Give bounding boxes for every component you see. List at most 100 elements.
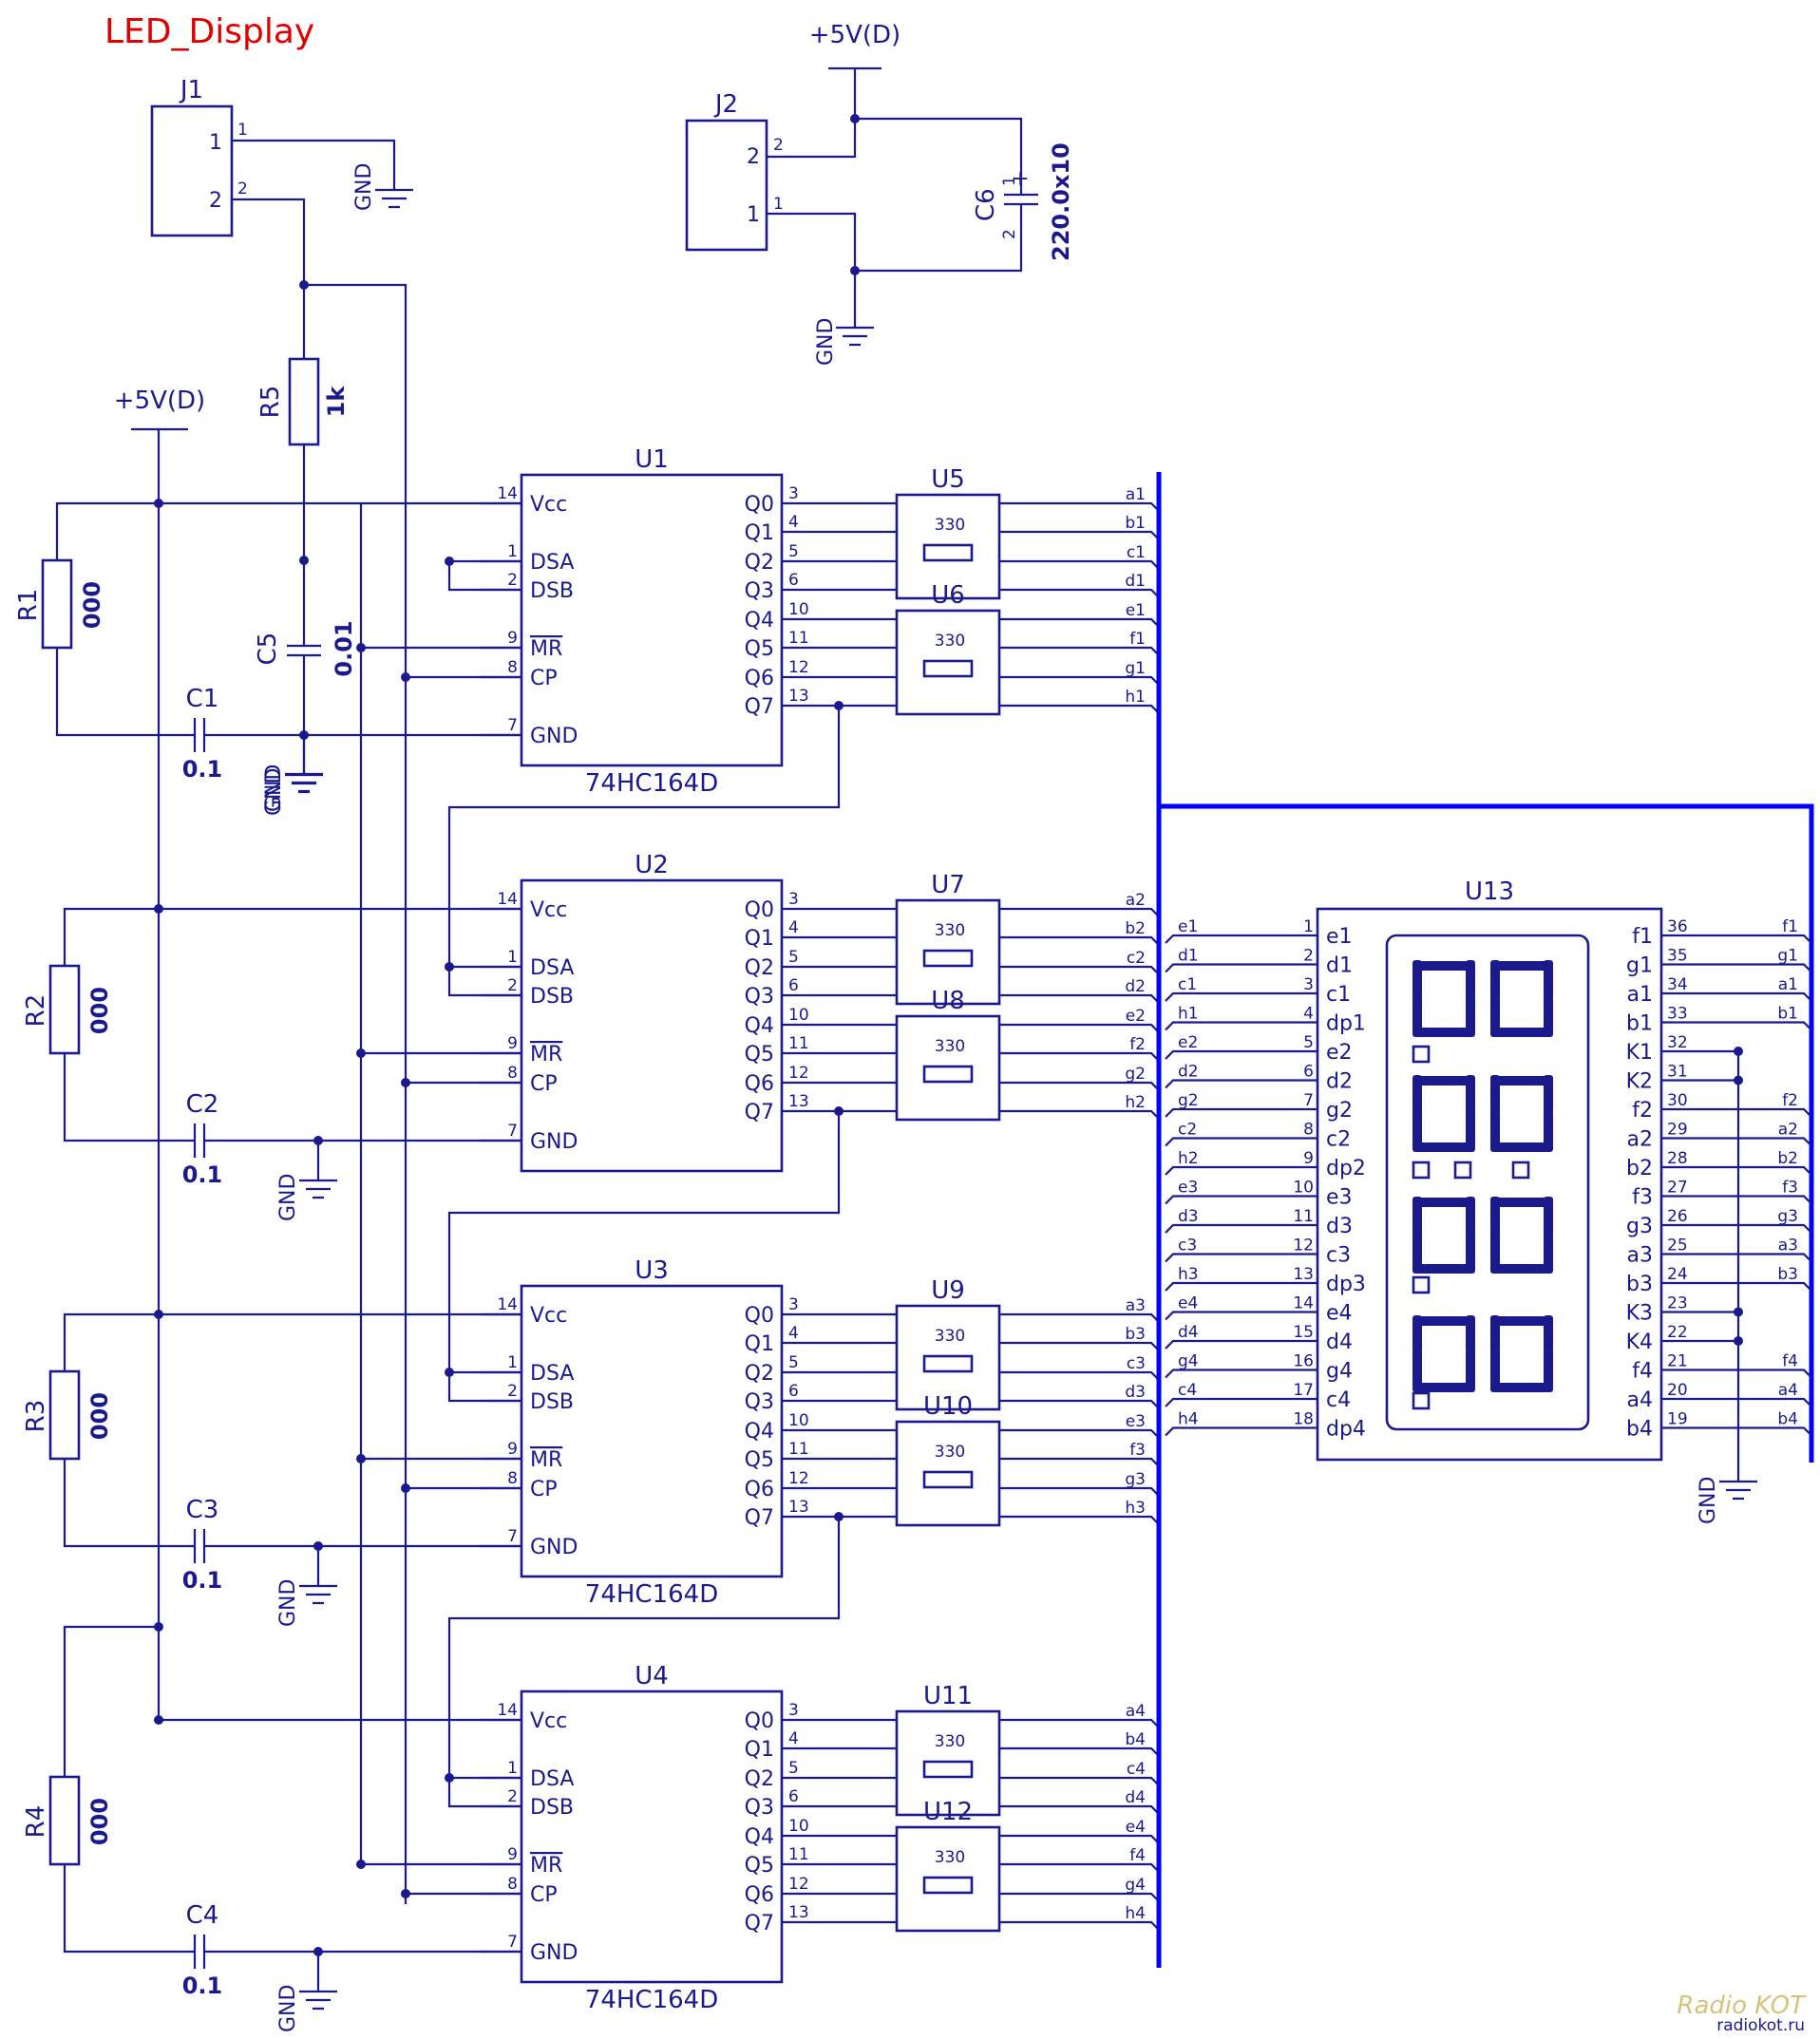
net-label: g3 — [1777, 1207, 1798, 1226]
segment — [1412, 1315, 1422, 1353]
net-label: a1 — [1126, 485, 1146, 504]
register-pin-number: 9 — [507, 1440, 518, 1459]
net-label: b3 — [1777, 1265, 1798, 1284]
resistor-r2 — [48, 964, 81, 1055]
register-pin-label: Vcc — [530, 1709, 567, 1733]
net-label: d3 — [1125, 1383, 1146, 1402]
display-pin-number: 8 — [1303, 1121, 1314, 1140]
register-pin-number: 12 — [788, 658, 809, 677]
register-pin-number: 11 — [788, 1845, 809, 1864]
capacitor-c5 — [287, 644, 321, 657]
junction-dot — [850, 114, 860, 123]
bus-entry — [1661, 934, 1812, 944]
display-pin-label: f2 — [1632, 1099, 1653, 1123]
bus-entry — [1661, 1253, 1812, 1263]
display-pin-number: 4 — [1303, 1005, 1314, 1024]
capacitor-value: 0.1 — [182, 1567, 223, 1594]
segment — [1412, 1198, 1475, 1207]
resistor-array-value: 330 — [935, 1037, 965, 1056]
gnd-label: GND — [262, 765, 286, 812]
bus-entry — [1165, 1195, 1318, 1205]
resistor-array-ref: U8 — [931, 987, 965, 1015]
net-label: e2 — [1126, 1007, 1146, 1026]
decimal-point — [1412, 1391, 1431, 1410]
bus-entry — [1165, 934, 1318, 944]
display-window — [1385, 934, 1590, 1431]
register-pin-label: Vcc — [530, 1304, 567, 1328]
bus-entry — [999, 1023, 1160, 1033]
wire — [232, 139, 396, 190]
register-pin-number: 11 — [788, 1440, 809, 1459]
bus-entry — [1165, 1311, 1318, 1321]
resistor-array-value: 330 — [935, 516, 965, 535]
segment — [1490, 1315, 1500, 1353]
j1-pin-label: 1 — [209, 131, 222, 155]
register-pin-label: Q3 — [745, 1390, 774, 1414]
bus-entry — [1661, 1107, 1812, 1118]
register-pin-number: 2 — [507, 976, 518, 995]
net-label: b2 — [1777, 1149, 1798, 1168]
register-pin-label: CP — [530, 1883, 558, 1907]
register-pin-number: 6 — [788, 1382, 799, 1401]
j2-ref: J2 — [713, 90, 738, 119]
segment — [1490, 1109, 1500, 1147]
net-label: b1 — [1777, 1005, 1798, 1024]
register-part-number: 74HC164D — [585, 769, 718, 798]
register-pin-label: Q7 — [745, 695, 774, 719]
bus-entry — [999, 993, 1160, 1004]
display-pin-number: 19 — [1667, 1410, 1688, 1429]
register-pin-label: Q6 — [745, 1072, 774, 1096]
register-pin-number: 7 — [507, 1933, 518, 1952]
bus-entry — [999, 646, 1160, 656]
net-label: h2 — [1125, 1093, 1146, 1112]
wire — [55, 648, 195, 737]
gnd-label: GND — [814, 318, 838, 366]
ground-symbol — [299, 1584, 337, 1605]
bus-entry — [999, 1486, 1160, 1497]
net-label: g4 — [1125, 1876, 1146, 1895]
register-part-number: 74HC164D — [585, 1986, 718, 2014]
display-pin-label: c3 — [1326, 1244, 1351, 1268]
register-pin-number: 2 — [507, 1787, 518, 1806]
register-pin-label: Q2 — [745, 1767, 774, 1791]
ground-symbol-lines — [299, 1990, 337, 2011]
display-pin-label: dp4 — [1326, 1418, 1366, 1442]
register-pin-label: DSA — [530, 551, 574, 575]
display-ref: U13 — [1465, 878, 1514, 906]
segment — [1490, 994, 1500, 1032]
bus-entry — [1165, 1079, 1318, 1089]
net-label: c3 — [1178, 1237, 1197, 1255]
segment — [1412, 994, 1422, 1032]
resistor-element — [922, 543, 974, 562]
bus-entry — [999, 1051, 1160, 1062]
display-pin-label: K2 — [1626, 1070, 1653, 1094]
register-pin-number: 12 — [788, 1064, 809, 1083]
net-label: c1 — [1127, 543, 1146, 562]
capacitor-value: 0.1 — [182, 1161, 223, 1188]
resistor-element — [922, 1876, 974, 1895]
resistor-array-value: 330 — [935, 1848, 965, 1867]
junction-dot — [356, 643, 366, 652]
display-pin-label: b3 — [1626, 1273, 1653, 1296]
register-pin-label: Q5 — [745, 637, 774, 661]
register-pin-label: Q4 — [745, 1420, 774, 1444]
net-label: d4 — [1125, 1788, 1146, 1807]
bus-entry — [999, 1776, 1160, 1786]
ground-symbol — [836, 326, 874, 347]
resistor-ref: R4 — [22, 1805, 50, 1839]
bus-entry — [999, 1399, 1160, 1409]
seven-segment-digit — [1412, 1315, 1475, 1392]
display-pin-number: 24 — [1667, 1265, 1688, 1284]
net-label: f4 — [1129, 1846, 1146, 1865]
segment — [1412, 1231, 1422, 1269]
display-pin-label: e2 — [1326, 1041, 1353, 1065]
register-pin-label: Q6 — [745, 1883, 774, 1907]
display-pin-number: 34 — [1667, 975, 1688, 994]
display-pin-label: a4 — [1627, 1388, 1653, 1412]
resistor-array-ref: U5 — [931, 465, 965, 494]
junction-dot — [445, 1773, 454, 1783]
bus-entry — [1661, 1223, 1812, 1234]
j1-ref: J1 — [179, 76, 203, 104]
net-label: e4 — [1126, 1818, 1146, 1837]
display-pin-number: 9 — [1303, 1149, 1314, 1168]
